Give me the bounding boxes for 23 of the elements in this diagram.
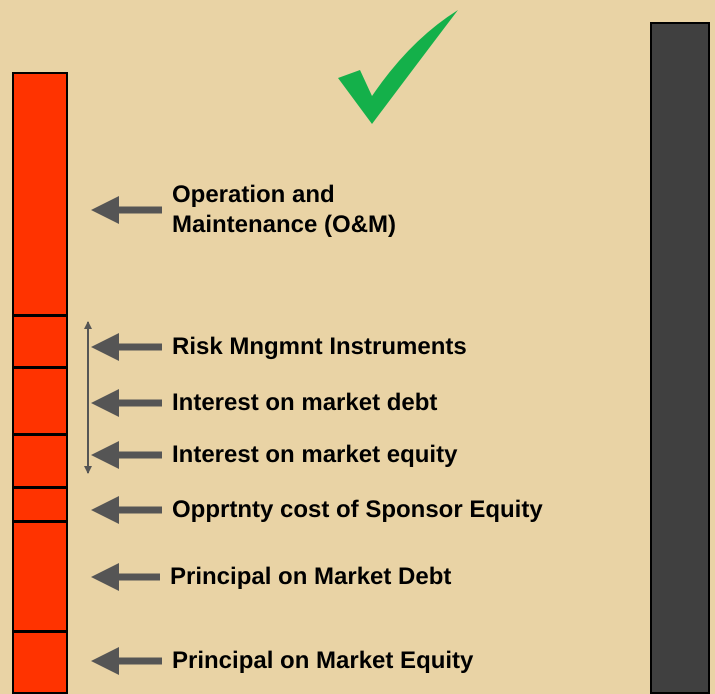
segment-label: Operation and Maintenance (O&M) [172, 180, 472, 240]
arrow [91, 496, 162, 524]
segment-label: Risk Mngmnt Instruments [172, 332, 467, 362]
segment-label: Principal on Market Debt [170, 562, 452, 592]
bar-segment [12, 315, 68, 368]
bar-segment [12, 72, 68, 316]
comparison-bar [650, 22, 710, 694]
bar-segment [12, 631, 68, 694]
arrow [91, 196, 162, 224]
bar-segment [12, 367, 68, 435]
bar-segment [12, 487, 68, 522]
arrow [91, 333, 162, 361]
arrow [91, 441, 162, 469]
segment-label: Opprtnty cost of Sponsor Equity [172, 495, 543, 525]
bar-segment [12, 434, 68, 488]
segment-label: Interest on market equity [172, 440, 458, 470]
bar-segment [12, 521, 68, 632]
segment-label: Interest on market debt [172, 388, 438, 418]
arrow [91, 563, 160, 591]
span-arrow [84, 321, 92, 474]
segment-label: Principal on Market Equity [172, 646, 474, 676]
arrow [91, 389, 162, 417]
arrow [91, 647, 162, 675]
